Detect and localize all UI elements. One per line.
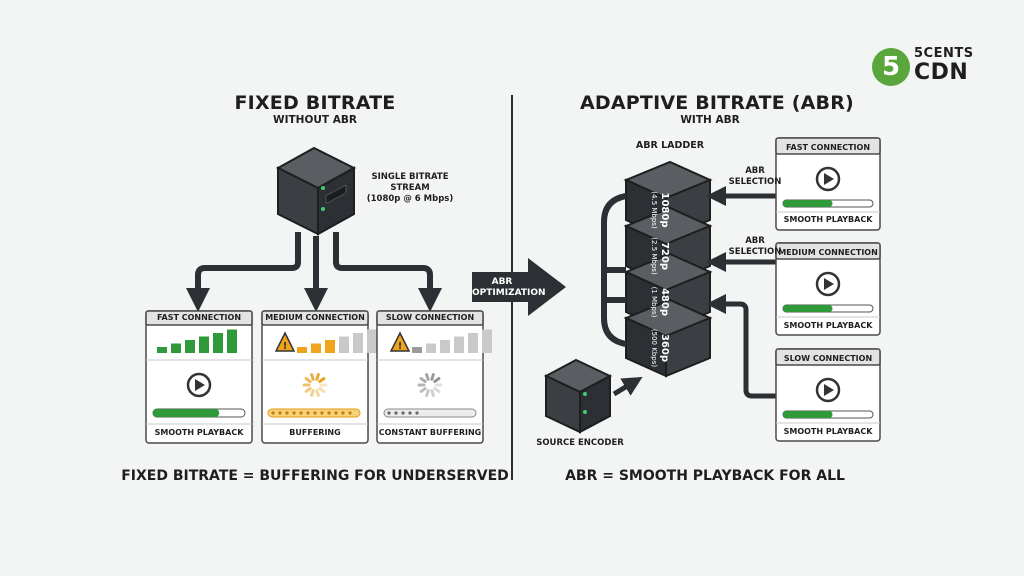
progress-fill <box>783 200 833 207</box>
signal-bar <box>367 329 377 353</box>
stream-label-line: STREAM <box>390 183 430 193</box>
left-card-medium-header: MEDIUM CONNECTION <box>265 313 365 322</box>
stream-label-line: (1080p @ 6 Mbps) <box>366 194 454 204</box>
selection-label-line: ABR <box>745 236 765 246</box>
selection-label-1: ABR SELECTION <box>720 166 790 188</box>
signal-bar <box>227 329 237 353</box>
signal-bar <box>426 343 436 353</box>
ladder-label-360p: 360p (500 Kbps) <box>642 318 670 378</box>
right-card-slow-header: SLOW CONNECTION <box>783 354 873 363</box>
right-footer: ABR = SMOOTH PLAYBACK FOR ALL <box>565 468 845 484</box>
ladder-bitrate: (500 Kbps) <box>650 328 658 368</box>
signal-bar <box>199 336 209 353</box>
left-card-slow-status: CONSTANT BUFFERING <box>378 428 482 437</box>
arrow-label-line: OPTIMIZATION <box>472 288 546 298</box>
selection-label-line: SELECTION <box>728 247 782 257</box>
stream-label: SINGLE BITRATE STREAM (1080p @ 6 Mbps) <box>360 172 460 205</box>
logo-mark: 5 <box>872 48 910 86</box>
signal-bar <box>454 336 464 353</box>
svg-text:!: ! <box>398 341 403 352</box>
signal-bar <box>339 336 349 353</box>
abr-optimization-arrow <box>472 258 566 316</box>
left-title: FIXED BITRATE <box>234 92 396 114</box>
right-subtitle: WITH ABR <box>680 114 740 126</box>
encoder-arrow <box>612 376 643 397</box>
signal-bar <box>213 333 223 353</box>
signal-bar <box>468 333 478 353</box>
signal-bar <box>412 347 422 353</box>
left-card-fast-header: FAST CONNECTION <box>156 313 242 322</box>
encoder-label: SOURCE ENCODER <box>536 438 624 448</box>
left-card-fast <box>145 310 253 444</box>
warning-icon <box>274 331 296 352</box>
signal-bar <box>440 340 450 353</box>
signal-bar <box>311 343 321 353</box>
ladder-quality: 360p <box>659 333 670 363</box>
left-footer: FIXED BITRATE = BUFFERING FOR UNDERSERVE… <box>121 468 509 484</box>
signal-bar <box>482 329 492 353</box>
right-card <box>775 348 881 442</box>
left-card-slow-header: SLOW CONNECTION <box>385 313 475 322</box>
selection-label-line: SELECTION <box>728 177 782 187</box>
arrow-to-fast <box>186 232 301 312</box>
ladder-label: ABR LADDER <box>635 140 705 151</box>
abr-optimization-label: ABR OPTIMIZATION <box>472 277 546 299</box>
selection-arrow-slow <box>706 294 776 399</box>
left-card-slow: ! <box>376 310 492 444</box>
selection-label-2: ABR SELECTION <box>720 236 790 258</box>
selection-label-line: ABR <box>745 166 765 176</box>
left-subtitle: WITHOUT ABR <box>273 114 357 126</box>
signal-bar <box>325 340 335 353</box>
loading-spinner-icon <box>417 373 443 397</box>
right-card-medium-header: MEDIUM CONNECTION <box>778 248 878 257</box>
svg-text:!: ! <box>283 341 288 352</box>
left-card-medium: ! <box>261 310 377 444</box>
stream-label-line: SINGLE BITRATE <box>371 172 449 182</box>
source-encoder-server <box>543 358 613 434</box>
signal-bar <box>353 333 363 353</box>
right-title: ADAPTIVE BITRATE (ABR) <box>580 92 854 114</box>
signal-bar <box>157 347 167 353</box>
loading-spinner-icon <box>302 373 328 397</box>
abr-ladder <box>623 160 713 378</box>
arrow-label-line: ABR <box>491 277 513 287</box>
signal-bar <box>171 343 181 353</box>
right-card <box>775 137 881 231</box>
progress-fill <box>783 305 833 312</box>
logo-line2: CDN <box>914 60 969 85</box>
right-card-fast-header: FAST CONNECTION <box>785 143 871 152</box>
ladder-cube <box>623 298 713 378</box>
warning-icon <box>389 331 411 352</box>
right-card <box>775 242 881 336</box>
right-card-fast-status: SMOOTH PLAYBACK <box>783 215 873 224</box>
signal-bar <box>297 347 307 353</box>
left-card-medium-status: BUFFERING <box>289 428 341 437</box>
right-card-medium-status: SMOOTH PLAYBACK <box>783 321 873 330</box>
left-card-fast-status: SMOOTH PLAYBACK <box>154 428 244 437</box>
logo-line1: 5CENTS <box>914 46 974 61</box>
arrow-to-slow <box>333 232 442 312</box>
progress-fill <box>783 411 833 418</box>
single-bitrate-server <box>275 146 357 236</box>
signal-bar <box>185 340 195 353</box>
right-card-slow-status: SMOOTH PLAYBACK <box>783 427 873 436</box>
